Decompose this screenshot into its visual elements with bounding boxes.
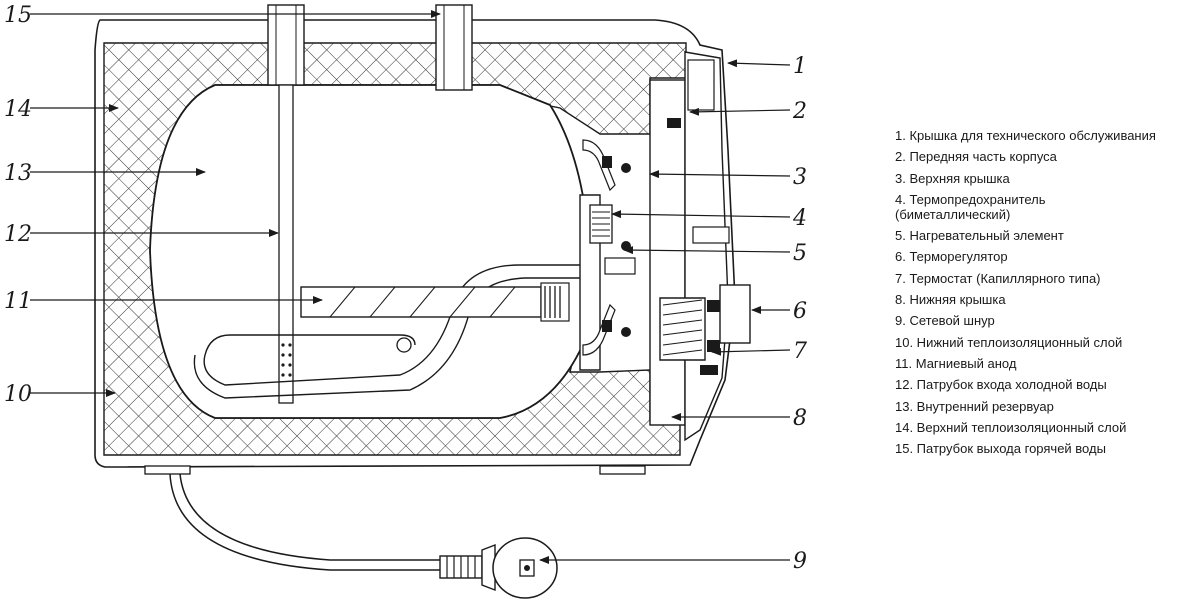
legend-item-4: 4. Термопредохранитель (биметаллический) (895, 191, 1046, 222)
leader-4 (611, 210, 791, 219)
leader-7 (711, 347, 791, 356)
legend-item-7: 7. Термостат (Капиллярного типа) (895, 270, 1101, 286)
legend-item-6: 6. Терморегулятор (895, 249, 1008, 265)
legend-item-2: 2. Передняя часть корпуса (895, 149, 1057, 165)
cold-water-inlet-pipe (435, 4, 473, 91)
legend-item-11: 11. Магниевый анод (895, 355, 1017, 371)
water-heater-diagram: 1 2 3 4 5 6 7 8 9 10 11 12 13 14 15 (4, 3, 807, 599)
legend-item-5: 5. Нагревательный элемент (895, 228, 1064, 244)
callout-4: 4 (792, 206, 807, 231)
legend-item-1: 1. Крышка для технического обслуживания (895, 128, 1156, 143)
leader-5 (623, 246, 791, 255)
legend-item-15: 15. Патрубок выхода горячей воды (895, 441, 1106, 457)
power-cord (169, 473, 440, 571)
inner-tank (149, 84, 591, 419)
callout-8: 8 (793, 406, 807, 431)
legend-item-14: 14. Верхний теплоизоляционный слой (895, 419, 1127, 435)
callout-3: 3 (793, 165, 807, 190)
callout-12: 12 (4, 222, 32, 247)
top-cover (649, 79, 686, 426)
maintenance-cover (687, 59, 715, 111)
parts-legend: 1. Крышка для технического обслуживания … (895, 128, 1195, 462)
callout-7: 7 (793, 339, 807, 364)
leader-3 (649, 170, 791, 179)
leader-1 (727, 59, 791, 68)
cold-water-pipe (278, 84, 294, 404)
legend-item-9: 9. Сетевой шнур (895, 313, 995, 329)
magnesium-anode (300, 286, 542, 318)
power-plug (439, 537, 558, 599)
callout-5: 5 (793, 241, 807, 266)
callout-2: 2 (792, 99, 807, 124)
callout-13: 13 (4, 161, 32, 186)
callout-1: 1 (793, 54, 807, 79)
callout-9: 9 (793, 549, 807, 574)
thermostat-knob (659, 284, 751, 361)
callout-14: 14 (4, 97, 32, 122)
legend-item-10: 10. Нижний теплоизоляционный слой (895, 334, 1123, 350)
leader-2 (689, 107, 791, 116)
callout-6: 6 (793, 299, 807, 324)
heating-element (203, 264, 580, 386)
pipe-holes (281, 343, 292, 377)
legend-item-12: 12. Патрубок входа холодной воды (895, 377, 1107, 393)
legend-item-3: 3. Верхняя крышка (895, 170, 1010, 186)
callout-15: 15 (4, 3, 32, 28)
legend-item-13: 13. Внутренний резервуар (895, 398, 1054, 414)
legend-item-8: 8. Нижняя крышка (895, 292, 1006, 308)
hot-water-outlet-pipe (267, 4, 305, 86)
callout-10: 10 (4, 382, 32, 407)
callout-11: 11 (4, 289, 32, 314)
